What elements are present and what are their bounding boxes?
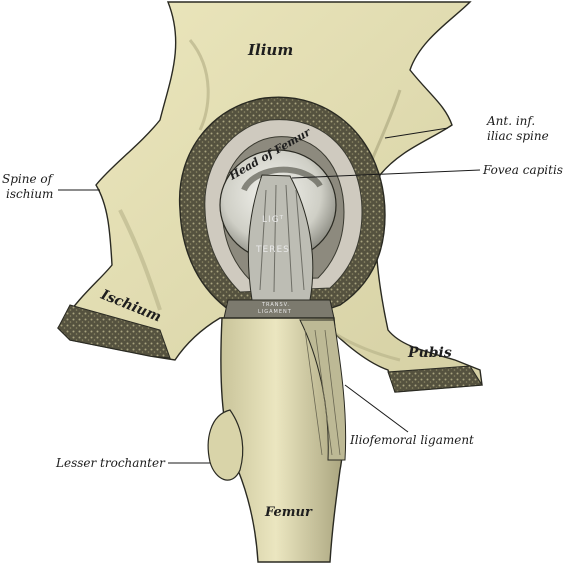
label-teres: TERES	[255, 245, 290, 255]
iliofemoral-ligament	[299, 319, 347, 461]
label-iliofemoral-ligament: Iliofemoral ligament	[349, 433, 474, 447]
femur	[207, 317, 347, 563]
label-lesser-trochanter: Lesser trochanter	[55, 456, 166, 470]
label-spine-of-ischium-2: ischium	[6, 187, 53, 201]
label-femur: Femur	[264, 505, 313, 520]
leader-iliofemoral-ligament	[344, 384, 409, 433]
ischium-cut-surface	[57, 304, 171, 359]
label-pubis: Pubis	[407, 345, 452, 361]
label-ant-inf-iliac-spine-1: Ant. inf.	[486, 114, 535, 128]
label-ant-inf-iliac-spine-2: iliac spine	[487, 129, 549, 143]
leader-ant-inf-iliac-spine	[384, 127, 449, 139]
label-ligt: LIGᵀ	[262, 215, 284, 225]
leader-fovea-capitis	[291, 169, 481, 179]
label-transv-ligament-1: TRANSV.	[261, 302, 290, 308]
label-spine-of-ischium-1: Spine of	[2, 172, 55, 186]
lesser-trochanter	[207, 409, 244, 481]
label-ilium: Ilium	[247, 41, 293, 59]
pubis-cut-surface	[387, 365, 483, 393]
label-fovea-capitis: Fovea capitis	[482, 163, 563, 177]
label-transv-ligament-2: LIGAMENT	[258, 309, 292, 315]
